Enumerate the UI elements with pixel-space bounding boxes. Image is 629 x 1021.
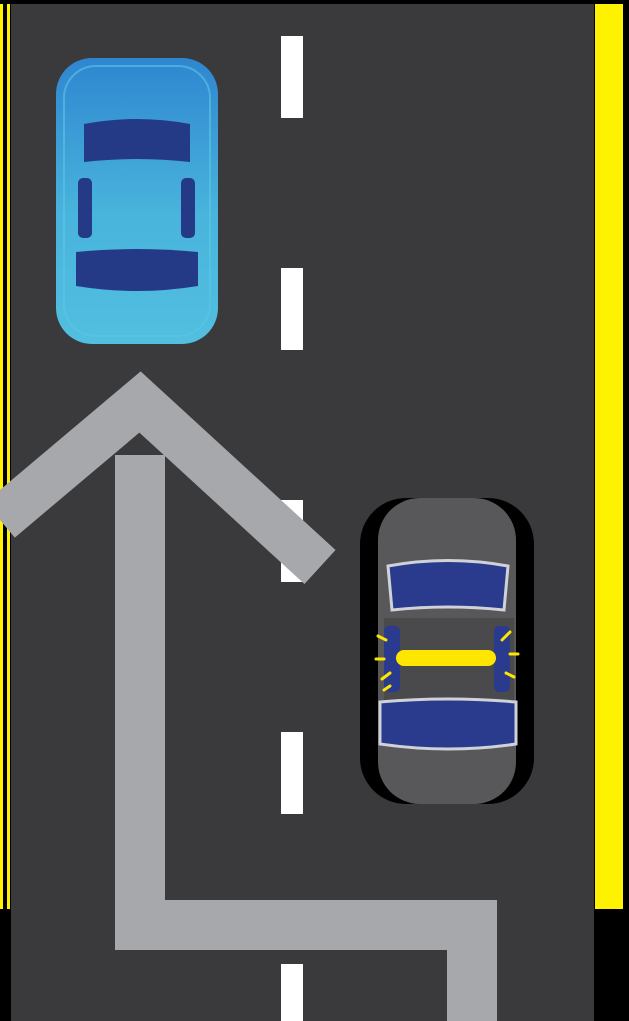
blue-car-icon xyxy=(56,58,218,344)
police-car-icon xyxy=(360,498,534,804)
lane-dash xyxy=(281,36,303,118)
right-edge-line xyxy=(595,4,623,909)
lane-dash xyxy=(281,268,303,350)
lane-dash xyxy=(281,732,303,814)
lane-dash xyxy=(281,964,303,1021)
